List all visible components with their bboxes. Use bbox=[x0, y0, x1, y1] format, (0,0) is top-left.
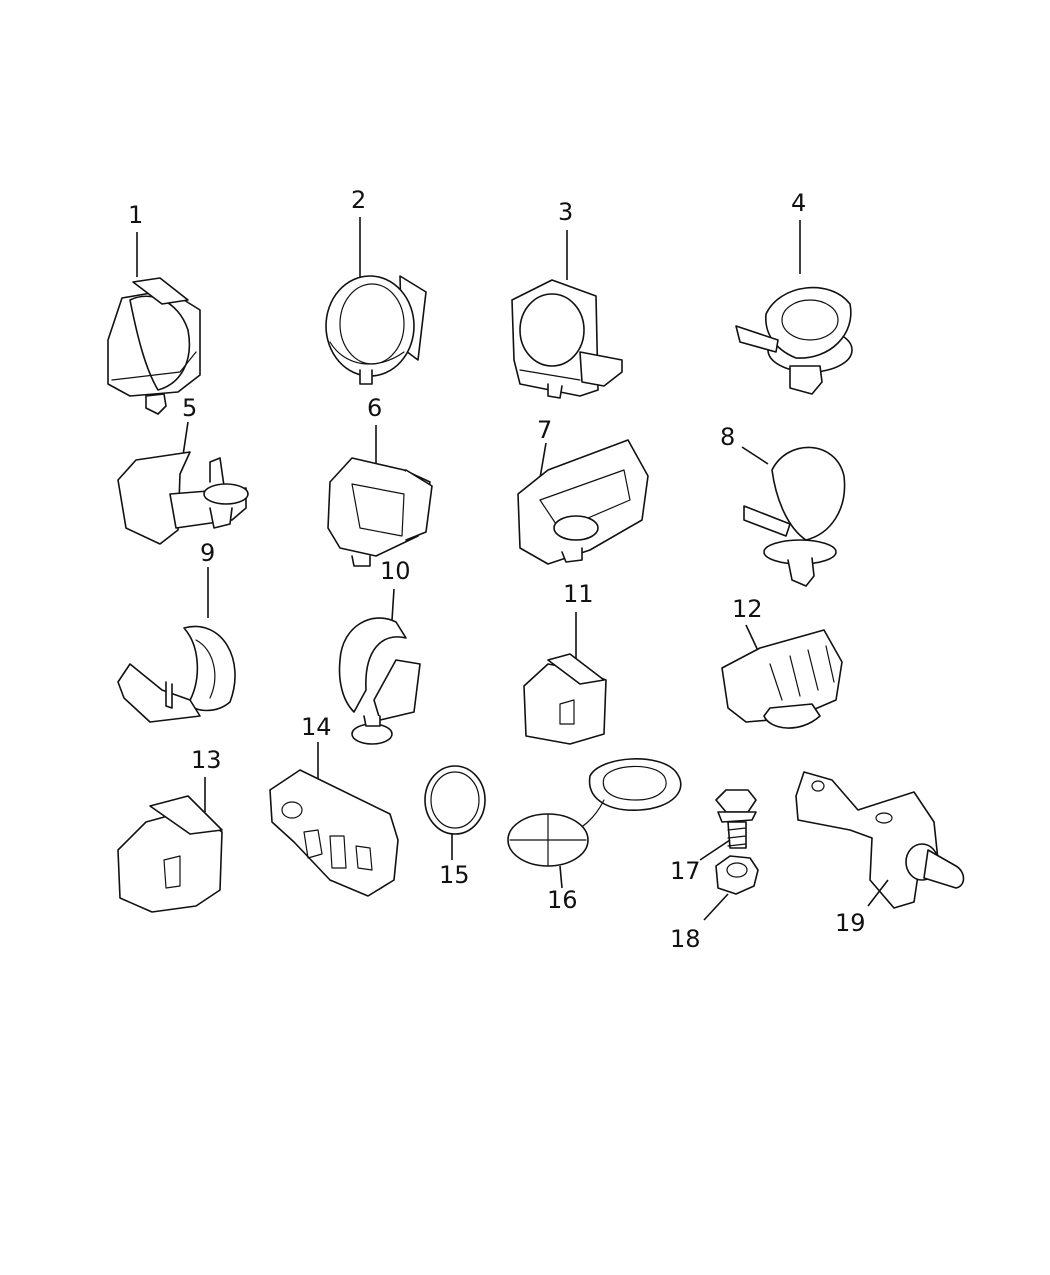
part-17-bolt bbox=[699, 789, 757, 861]
part-10-clip bbox=[338, 588, 421, 745]
part-6-clip bbox=[327, 425, 433, 567]
part-11-clip bbox=[523, 612, 607, 745]
part-9-clip bbox=[117, 567, 236, 723]
part-number-11: 11 bbox=[563, 580, 594, 608]
part-number-17: 17 bbox=[670, 857, 701, 885]
part-4-clip bbox=[735, 220, 853, 395]
part-number-6: 6 bbox=[367, 394, 382, 422]
part-5-clip bbox=[117, 421, 249, 545]
part-number-1: 1 bbox=[128, 201, 143, 229]
part-16-grommet bbox=[507, 758, 682, 889]
part-number-5: 5 bbox=[182, 394, 197, 422]
part-8-clip bbox=[741, 446, 846, 587]
part-number-19: 19 bbox=[835, 909, 866, 937]
part-14-clip bbox=[269, 742, 399, 897]
part-number-8: 8 bbox=[720, 423, 735, 451]
part-13-clip bbox=[117, 777, 223, 913]
part-number-15: 15 bbox=[439, 861, 470, 889]
part-3-clip bbox=[511, 230, 623, 399]
part-number-12: 12 bbox=[732, 595, 763, 623]
part-15-o-ring bbox=[424, 765, 486, 860]
part-2-clip bbox=[325, 217, 427, 385]
part-number-7: 7 bbox=[537, 416, 552, 444]
part-19-bracket bbox=[795, 771, 965, 909]
part-7-clip bbox=[517, 439, 649, 565]
part-number-18: 18 bbox=[670, 925, 701, 953]
part-12-clip bbox=[721, 624, 843, 729]
part-number-16: 16 bbox=[547, 886, 578, 914]
part-number-13: 13 bbox=[191, 746, 222, 774]
part-number-2: 2 bbox=[351, 186, 366, 214]
part-number-3: 3 bbox=[558, 198, 573, 226]
part-number-4: 4 bbox=[791, 189, 806, 217]
part-1-clip bbox=[107, 232, 201, 415]
part-number-14: 14 bbox=[301, 713, 332, 741]
part-18-nut bbox=[703, 855, 759, 921]
part-number-9: 9 bbox=[200, 539, 215, 567]
part-number-10: 10 bbox=[380, 557, 411, 585]
